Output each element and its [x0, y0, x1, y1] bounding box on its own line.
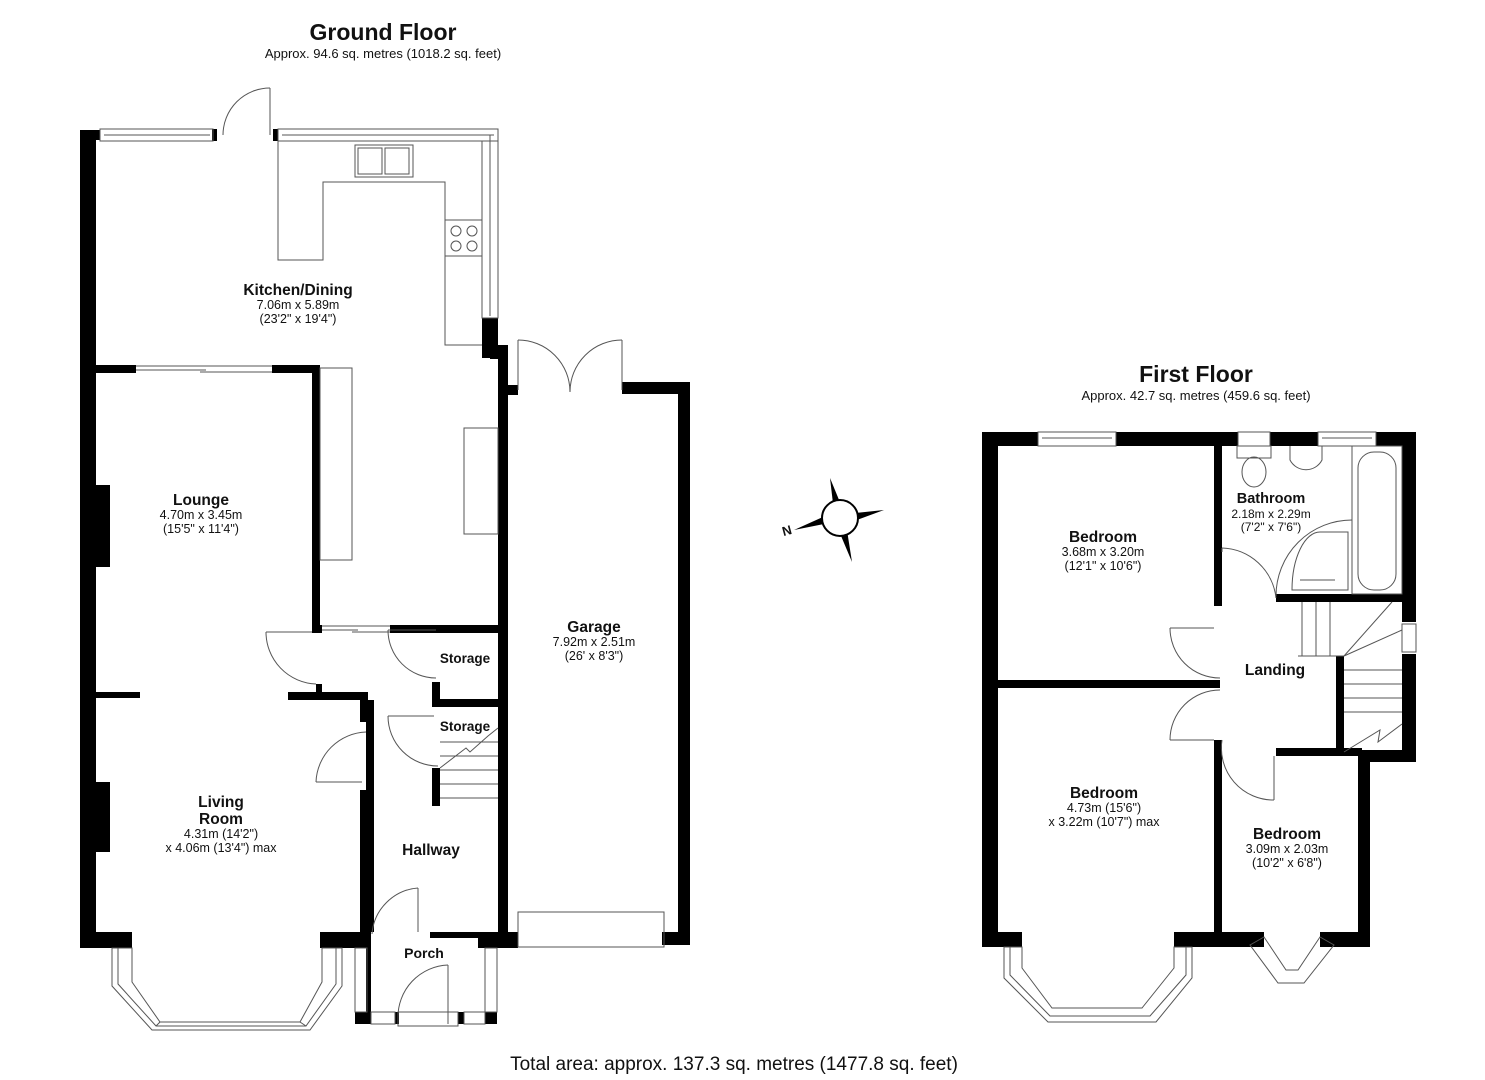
- ground-floor-heading: Ground Floor Approx. 94.6 sq. metres (10…: [264, 19, 502, 62]
- first-floor-plan: [982, 431, 1417, 1023]
- room-name: Lounge: [173, 492, 229, 509]
- room-name: Bathroom: [1236, 491, 1306, 507]
- ground-floor-title: Ground Floor: [309, 19, 457, 45]
- room-label-hallway: Hallway: [402, 842, 460, 859]
- room-dimensions-metric: 4.70m x 3.45m: [159, 508, 243, 523]
- room-dimensions-metric: 4.73m (15'6"): [1066, 801, 1142, 816]
- room-name: Landing: [1244, 662, 1306, 679]
- room-dimensions-imperial: x 4.06m (13'4") max: [165, 840, 277, 855]
- room-dimensions-metric: 3.09m x 2.03m: [1245, 842, 1329, 857]
- room-label-bedroom-3: Bedroom 3.09m x 2.03m (10'2" x 6'8"): [1246, 826, 1329, 871]
- compass-icon: [794, 478, 884, 562]
- room-label-porch: Porch: [404, 945, 444, 961]
- room-label-bedroom-1: Bedroom 3.68m x 3.20m (12'1" x 10'6"): [1062, 529, 1145, 574]
- room-dimensions-metric: 7.92m x 2.51m: [552, 635, 636, 650]
- room-dimensions-imperial: (12'1" x 10'6"): [1064, 558, 1142, 573]
- room-dimensions-metric: 4.31m (14'2"): [183, 827, 259, 842]
- room-dimensions-metric: 3.68m x 3.20m: [1061, 545, 1145, 560]
- room-dimensions-imperial: (26' x 8'3"): [564, 648, 624, 663]
- ground-floor-area: Approx. 94.6 sq. metres (1018.2 sq. feet…: [264, 46, 502, 62]
- room-label-kitchen: Kitchen/Dining 7.06m x 5.89m (23'2" x 19…: [243, 282, 352, 327]
- room-name: Living: [198, 794, 244, 811]
- room-label-bedroom-2: Bedroom 4.73m (15'6") x 3.22m (10'7") ma…: [1048, 785, 1159, 830]
- first-floor-title: First Floor: [1139, 361, 1253, 387]
- room-name: Bedroom: [1069, 785, 1139, 802]
- room-dimensions-metric: 2.18m x 2.29m: [1231, 506, 1311, 521]
- room-label-lounge: Lounge 4.70m x 3.45m (15'5" x 11'4"): [160, 492, 243, 537]
- room-name: Porch: [404, 945, 444, 961]
- room-name: Room: [199, 811, 243, 829]
- first-floor-heading: First Floor Approx. 42.7 sq. metres (459…: [1081, 361, 1311, 404]
- room-label-storage-1: Storage: [439, 651, 491, 667]
- room-name: Storage: [439, 651, 491, 666]
- room-name: Bedroom: [1252, 826, 1322, 843]
- room-label-storage-2: Storage: [439, 719, 491, 735]
- room-name: Hallway: [402, 842, 460, 859]
- first-floor-area: Approx. 42.7 sq. metres (459.6 sq. feet): [1081, 388, 1311, 404]
- room-dimensions-metric: 7.06m x 5.89m: [256, 298, 340, 313]
- room-label-garage: Garage 7.92m x 2.51m (26' x 8'3"): [553, 619, 636, 664]
- room-dimensions-imperial: (10'2" x 6'8"): [1252, 855, 1322, 870]
- room-label-landing: Landing: [1245, 662, 1305, 679]
- room-label-bathroom: Bathroom 2.18m x 2.29m (7'2" x 7'6"): [1231, 491, 1311, 535]
- room-label-living-room: Living Room 4.31m (14'2") x 4.06m (13'4"…: [165, 794, 276, 856]
- room-dimensions-imperial: (23'2" x 19'4"): [259, 311, 337, 326]
- ground-floor-plan: [80, 87, 690, 1031]
- room-dimensions-imperial: (7'2" x 7'6"): [1240, 520, 1302, 535]
- total-area: Total area: approx. 137.3 sq. metres (14…: [510, 1054, 958, 1075]
- room-dimensions-imperial: (15'5" x 11'4"): [163, 521, 239, 536]
- room-name: Kitchen/Dining: [243, 282, 353, 299]
- room-name: Bedroom: [1068, 529, 1138, 546]
- room-name: Storage: [439, 719, 491, 734]
- room-dimensions-imperial: x 3.22m (10'7") max: [1048, 814, 1160, 829]
- room-name: Garage: [567, 619, 621, 636]
